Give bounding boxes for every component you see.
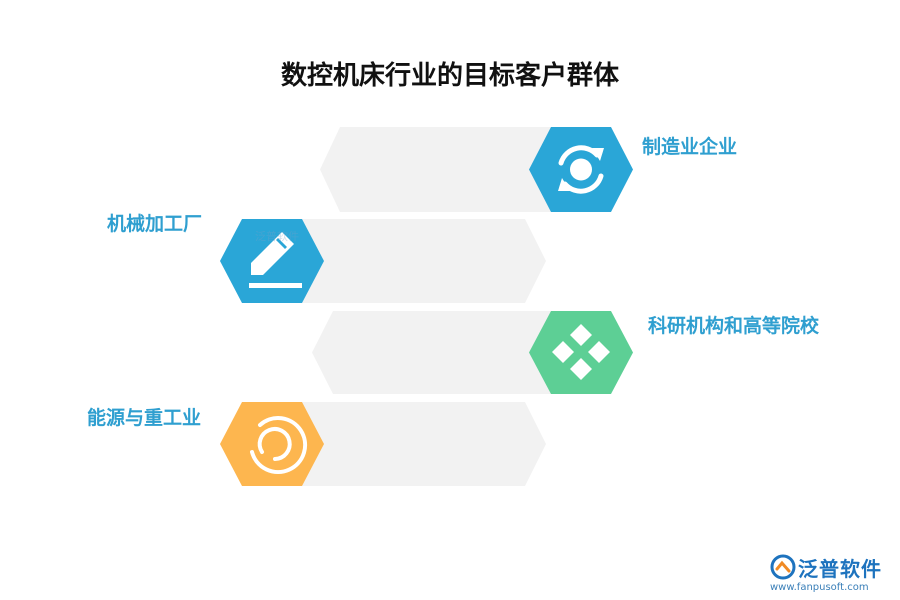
label-machining: 机械加工厂 bbox=[107, 213, 203, 235]
hexagon-energy bbox=[220, 402, 324, 486]
label-energy: 能源与重工业 bbox=[87, 407, 202, 429]
banner-manufacturing bbox=[320, 127, 560, 212]
refresh-arrows-icon bbox=[558, 145, 604, 194]
banner-machining bbox=[250, 219, 546, 303]
hexagon-manufacturing bbox=[529, 127, 633, 212]
logo-name: 泛普软件 bbox=[798, 557, 882, 581]
logo-url: www.fanpusoft.com bbox=[770, 582, 869, 593]
banner-research bbox=[312, 311, 560, 394]
circle-ring-icon bbox=[250, 416, 308, 475]
page-title: 数控机床行业的目标客户群体 bbox=[280, 61, 619, 91]
hexagon-research bbox=[529, 311, 633, 394]
banner-energy bbox=[250, 402, 546, 486]
four-diamonds-icon bbox=[552, 324, 610, 380]
hexagon-machining bbox=[220, 219, 324, 303]
watermark-text: 泛普软件 bbox=[255, 230, 299, 243]
brand-logo: 泛普软件 www.fanpusoft.com bbox=[770, 552, 895, 596]
pencil-edit-icon bbox=[249, 232, 302, 288]
fanpu-logo-icon bbox=[770, 554, 796, 580]
label-manufacturing: 制造业企业 bbox=[642, 136, 738, 158]
label-research: 科研机构和高等院校 bbox=[648, 315, 820, 337]
